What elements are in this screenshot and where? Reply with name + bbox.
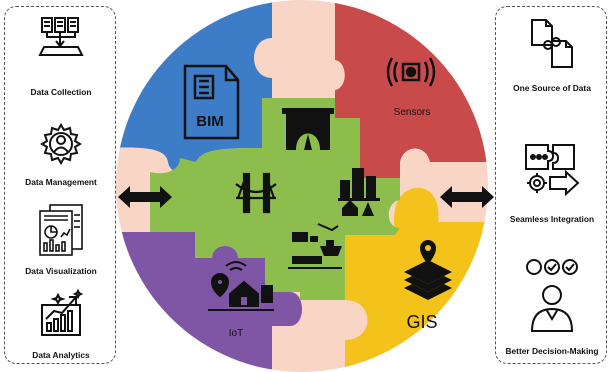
data-analytics-icon <box>41 289 84 336</box>
data-management-icon <box>40 123 82 165</box>
bim-piece <box>116 0 272 173</box>
data-management-label: Data Management <box>25 177 97 187</box>
better-decision-making-icon <box>526 259 578 332</box>
double-arrow-right <box>440 186 494 208</box>
right-panel: One Source of Data Seamless Integration … <box>495 6 607 364</box>
double-arrow-left <box>118 186 172 208</box>
location-layers-icon <box>404 240 452 300</box>
seamless-integration-icon <box>525 144 580 197</box>
port-transport-icon <box>288 223 342 269</box>
better-decision-making-label: Better Decision-Making <box>505 346 599 356</box>
left-panel: Data Collection Data Management Data Vis… <box>4 6 116 364</box>
iot-label: IoT <box>229 328 243 339</box>
sensor-icon <box>386 57 436 87</box>
tunnel-icon <box>282 108 334 150</box>
data-visualization-icon <box>39 204 83 256</box>
one-source-of-data-label: One Source of Data <box>513 83 591 93</box>
data-collection-label: Data Collection <box>30 87 92 97</box>
seamless-integration-label: Seamless Integration <box>509 214 595 224</box>
bridge-icon <box>235 172 277 214</box>
gis-label: GIS <box>406 312 437 332</box>
bim-label: BIM <box>196 113 224 130</box>
bim-document-icon <box>183 64 240 140</box>
sensors-label: Sensors <box>394 107 431 118</box>
data-collection-icon <box>38 17 84 56</box>
city-buildings-icon <box>338 168 380 216</box>
iot-network-icon <box>208 261 274 311</box>
data-visualization-label: Data Visualization <box>25 266 97 276</box>
one-source-of-data-icon <box>531 19 573 68</box>
data-analytics-label: Data Analytics <box>32 350 90 360</box>
